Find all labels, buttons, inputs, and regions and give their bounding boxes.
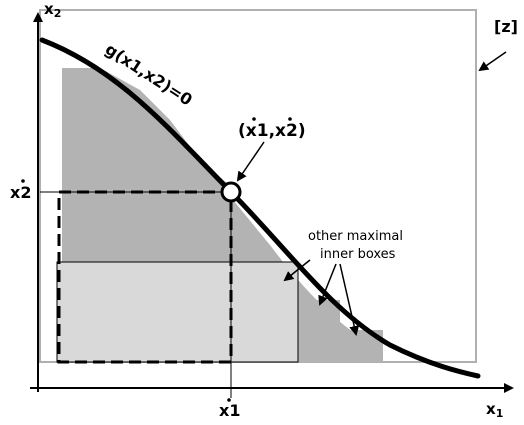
x2-tick-label: x2 [10, 183, 31, 202]
x-axis-label-index: 1 [496, 407, 504, 420]
x2-tick-dot [21, 179, 25, 183]
y-axis-label: x2 [44, 0, 61, 20]
constraint-curve [39, 37, 481, 379]
box-z-label: [z] [494, 17, 518, 36]
annotation-arrow-2 [318, 263, 337, 306]
y-axis-label-letter: x [44, 0, 54, 18]
point-label-dot-x2 [288, 117, 292, 121]
point-label-open: ( [238, 121, 246, 141]
horizontal-maximal-box [56, 261, 299, 363]
x1-tick-label: x1 [219, 401, 240, 420]
tangent-point-marker [220, 181, 242, 203]
y-axis-label-index: 2 [54, 7, 62, 20]
point-label-arrow [236, 141, 265, 182]
annotation-line-1: other maximal [308, 229, 403, 244]
point-label: (x1,x2) [238, 121, 306, 141]
z-label-arrow [478, 51, 507, 72]
point-label-comma: , [269, 121, 275, 141]
annotation-line-2: inner boxes [320, 247, 396, 262]
x-axis-label: x1 [486, 400, 503, 420]
x-axis-label-letter: x [486, 400, 496, 418]
point-label-x1: x1 [246, 121, 269, 141]
annotation-arrow-1 [283, 259, 311, 282]
x1-tick-dot [227, 398, 231, 402]
point-label-dot-x1 [252, 117, 256, 121]
annotation-arrow-3 [339, 263, 360, 336]
point-label-close: ) [298, 121, 306, 141]
point-label-x2: x2 [275, 121, 298, 141]
